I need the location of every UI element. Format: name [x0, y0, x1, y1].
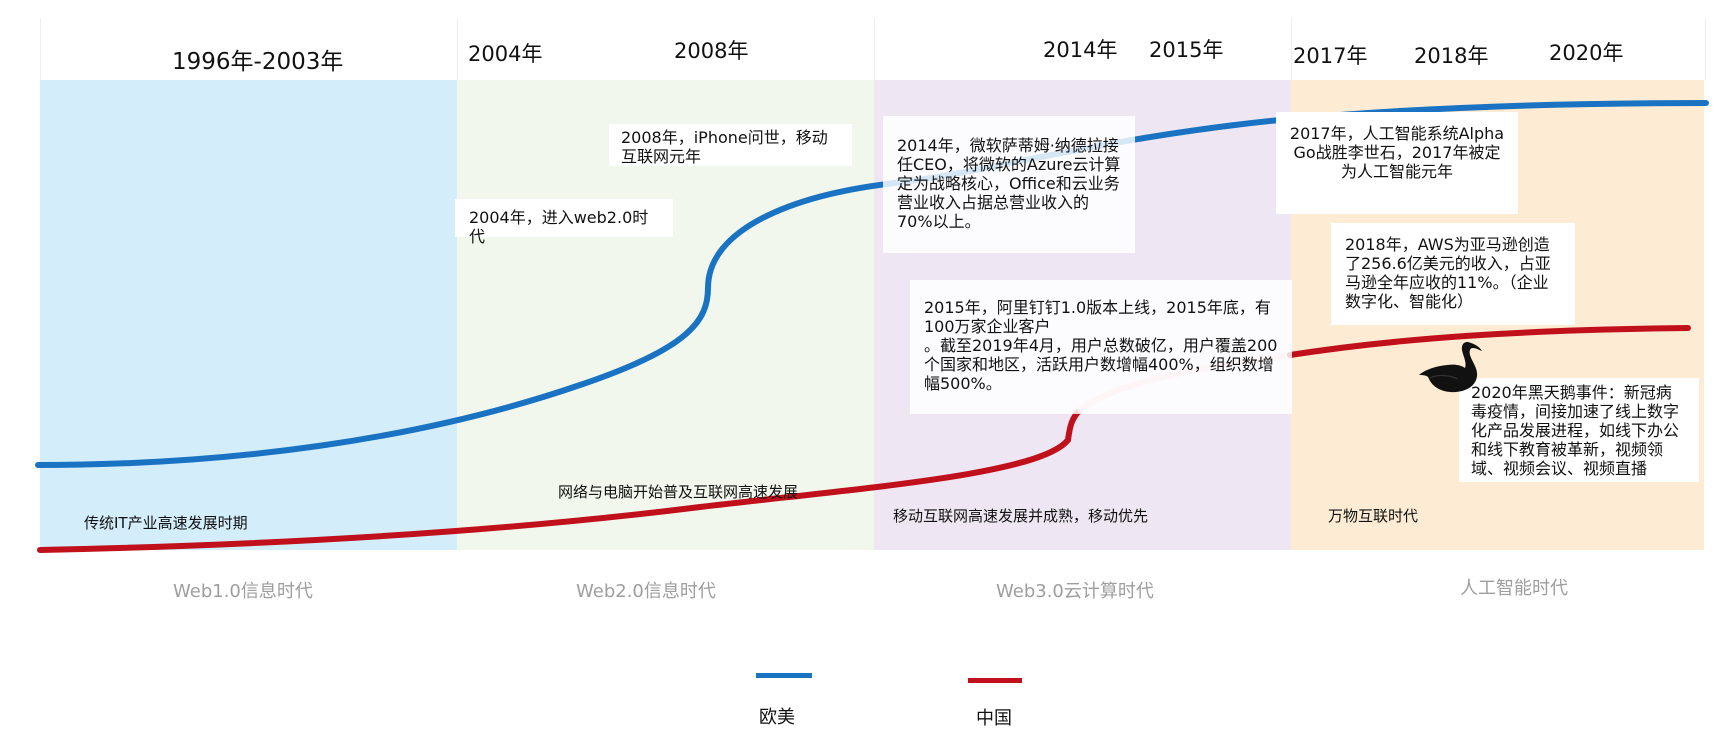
note-2014: 2014年，微软萨蒂姆·纳德拉接任CEO，将微软的Azure云计算定为战略核心，… [883, 116, 1135, 253]
year-2017: 2017年 [1293, 44, 1368, 68]
year-2018: 2018年 [1414, 44, 1489, 68]
legend-china-swatch [968, 678, 1022, 683]
year-2020: 2020年 [1549, 41, 1624, 65]
era-label-web2: Web2.0信息时代 [576, 581, 716, 602]
note-2004: 2004年，进入web2.0时代 [455, 199, 673, 246]
era-label-ai: 人工智能时代 [1460, 578, 1568, 599]
legend-west-label: 欧美 [759, 707, 795, 728]
phase-label-3: 移动互联网高速发展并成熟，移动优先 [893, 507, 1149, 525]
legend-west-swatch [756, 673, 812, 678]
year-2015: 2015年 [1149, 38, 1224, 62]
legend-china-label: 中国 [976, 708, 1012, 729]
header-cell-1 [40, 18, 458, 80]
note-2008: 2008年，iPhone问世，移动互联网元年 [609, 124, 852, 166]
phase-label-4: 万物互联时代 [1328, 507, 1419, 525]
year-2004: 2004年 [468, 42, 543, 66]
year-1996-2003: 1996年-2003年 [172, 49, 344, 75]
era-label-web1: Web1.0信息时代 [173, 581, 313, 602]
era-band-web1 [40, 80, 457, 550]
note-2018: 2018年，AWS为亚马逊创造了256.6亿美元的收入，占亚马逊全年应收的11%… [1331, 223, 1575, 325]
china-trend-curve [37, 407, 1083, 553]
note-2015: 2015年，阿里钉钉1.0版本上线，2015年底，有100万家企业客户 。截至2… [910, 280, 1292, 414]
phase-label-1: 传统IT产业高速发展时期 [84, 514, 248, 532]
note-2017: 2017年，人工智能系统Alpha Go战胜李世石，2017年被定为人工智能元年 [1276, 112, 1518, 214]
china-trend-curve-late [1287, 325, 1691, 358]
black-swan-icon [1419, 341, 1482, 393]
header-cell-4 [1291, 18, 1706, 80]
phase-label-2: 网络与电脑开始普及互联网高速发展 [558, 483, 799, 501]
year-2014: 2014年 [1043, 38, 1118, 62]
header-cell-3 [874, 18, 1292, 80]
year-2008: 2008年 [674, 39, 749, 63]
note-2020: 2020年黑天鹅事件：新冠病毒疫情，间接加速了线上数字化产品发展进程，如线下办公… [1459, 378, 1699, 482]
header-cell-2 [457, 18, 875, 80]
era-label-web3: Web3.0云计算时代 [996, 581, 1154, 602]
